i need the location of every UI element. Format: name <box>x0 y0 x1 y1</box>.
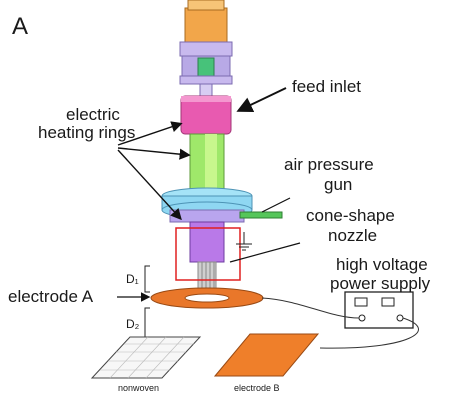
air-pressure-gun-label-line2: gun <box>324 175 353 194</box>
air-pressure-gun <box>239 211 283 219</box>
electrode-a-ring <box>150 287 264 309</box>
distance-brackets <box>144 265 150 341</box>
nonwoven-label: nonwoven <box>118 383 160 393</box>
wires <box>261 297 419 349</box>
ground-symbol <box>236 232 252 251</box>
flange-heating-ring <box>161 187 253 223</box>
panel-letter: A <box>12 13 29 40</box>
air-pressure-gun-label-line1: air pressure <box>284 155 374 174</box>
motor-block <box>184 0 228 43</box>
feed-inlet-label: feed inlet <box>292 77 361 96</box>
electrode-b-label: electrode B <box>234 383 280 393</box>
high-voltage-power-supply <box>344 291 414 329</box>
cone-shape-nozzle <box>189 221 225 292</box>
barrel <box>189 133 225 191</box>
nonwoven-collector <box>90 336 202 379</box>
heating-rings-arrows <box>117 121 191 221</box>
nozzle-highlight-box <box>175 227 241 281</box>
power-supply-label-line2: power supply <box>330 274 431 293</box>
d2-label: D₂ <box>126 317 140 331</box>
feed-inlet-arrow <box>236 87 287 113</box>
electrode-a-label: electrode A <box>8 287 94 306</box>
air-gun-pointer <box>261 197 291 213</box>
electrode-b-plate <box>213 333 320 377</box>
heating-rings-label-line2: heating rings <box>38 123 136 142</box>
upper-heating-ring <box>180 95 232 135</box>
nozzle-pointer <box>229 242 301 263</box>
nozzle-label-line2: nozzle <box>328 226 378 245</box>
d1-label: D₁ <box>126 272 139 286</box>
nozzle-label-line1: cone-shape <box>306 206 395 225</box>
coupler-assembly <box>179 41 233 97</box>
heating-rings-label-line1: electric <box>66 105 120 124</box>
power-supply-label-line1: high voltage <box>336 255 428 274</box>
